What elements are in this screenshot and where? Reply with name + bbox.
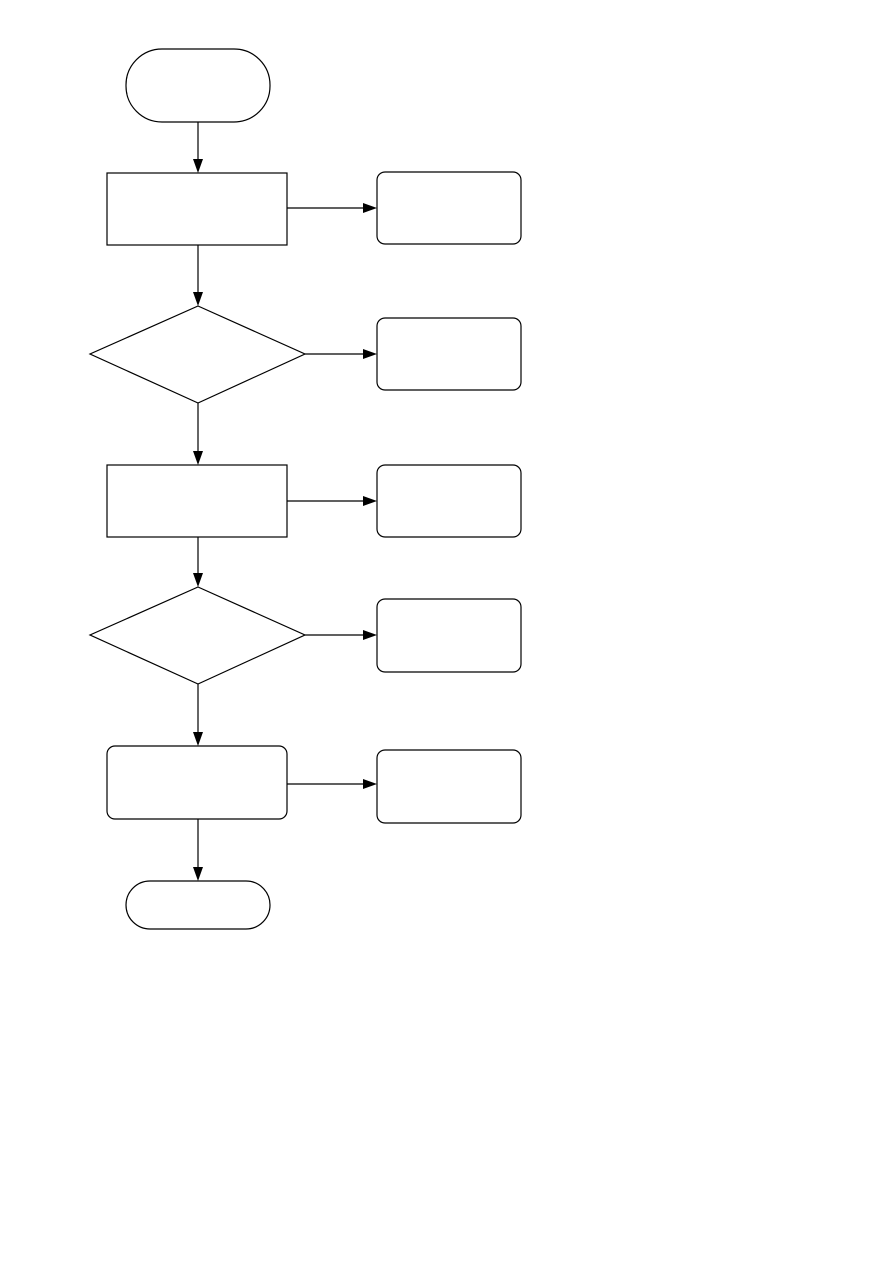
end-terminator-shape (125, 880, 271, 930)
process-1-box (106, 172, 288, 246)
edge-decision-2-to-process-3 (193, 684, 203, 746)
arrowhead (193, 451, 203, 465)
side-1-box (376, 171, 522, 245)
edge-decision-2-to-side-4 (305, 630, 377, 640)
arrowhead (193, 573, 203, 587)
node-side-5 (376, 749, 522, 824)
process-2-box (106, 464, 288, 538)
edge-decision-1-to-side-2 (305, 349, 377, 359)
node-decision-2 (88, 586, 307, 685)
arrowhead (363, 203, 377, 213)
arrowhead (363, 496, 377, 506)
node-side-4 (376, 598, 522, 673)
edge-process-3-to-side-5 (287, 779, 377, 789)
node-side-1 (376, 171, 522, 245)
process-3-box (106, 745, 288, 820)
arrowhead (193, 732, 203, 746)
arrowhead (363, 630, 377, 640)
node-side-2 (376, 317, 522, 391)
edge-process-2-to-side-3 (287, 496, 377, 506)
edge-decision-1-to-process-2 (193, 403, 203, 465)
edge-process-1-to-decision-1 (193, 245, 203, 306)
edge-process-3-to-end (193, 819, 203, 881)
side-4-box (376, 598, 522, 673)
arrowhead (193, 159, 203, 173)
arrowhead (193, 292, 203, 306)
arrowhead (363, 349, 377, 359)
edge-start-to-process-1 (193, 122, 203, 173)
arrowhead (193, 867, 203, 881)
node-process-1 (106, 172, 288, 246)
start-terminator-shape (125, 48, 271, 123)
node-end (125, 880, 271, 930)
arrowhead (363, 779, 377, 789)
edge-process-2-to-decision-2 (193, 537, 203, 587)
side-5-box (376, 749, 522, 824)
decision-2-diamond (88, 586, 307, 685)
side-3-box (376, 464, 522, 538)
node-decision-1 (88, 305, 307, 404)
node-start (125, 48, 271, 123)
edge-process-1-to-side-1 (287, 203, 377, 213)
decision-1-diamond (88, 305, 307, 404)
node-side-3 (376, 464, 522, 538)
node-process-2 (106, 464, 288, 538)
node-process-3 (106, 745, 288, 820)
side-2-box (376, 317, 522, 391)
